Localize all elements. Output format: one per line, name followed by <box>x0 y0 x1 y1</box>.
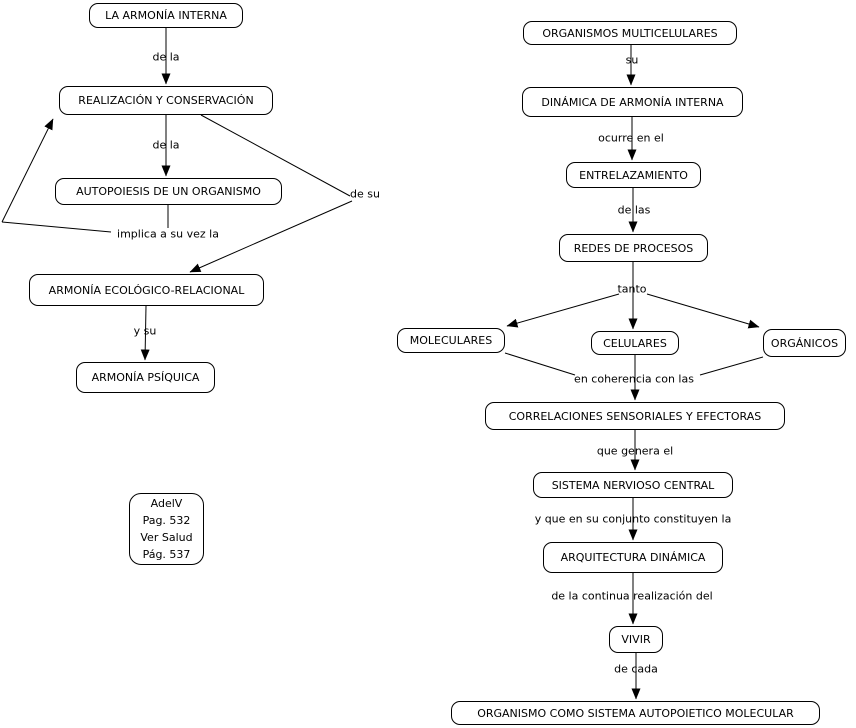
link-label-su[interactable]: su <box>625 53 639 67</box>
reference-note-box[interactable]: AdelV Pag. 532 Ver Salud Pág. 537 <box>129 493 204 565</box>
concept-celulares[interactable]: CELULARES <box>591 331 679 355</box>
link-label-en-coherencia[interactable]: en coherencia con las <box>574 372 694 386</box>
note-line-page-2: Pág. 537 <box>142 548 191 561</box>
connector-line <box>1 118 54 223</box>
concept-redes-de-procesos[interactable]: REDES DE PROCESOS <box>559 234 708 262</box>
concept-vivir[interactable]: VIVIR <box>609 626 663 653</box>
link-label-continua-realizacion[interactable]: de la continua realización del <box>551 589 713 603</box>
connector-line <box>1 221 112 233</box>
connector-line <box>699 356 764 376</box>
link-label-en-conjunto[interactable]: y que en su conjunto constituyen la <box>534 512 732 526</box>
concept-sistema-nervioso-central[interactable]: SISTEMA NERVIOSO CENTRAL <box>533 472 733 498</box>
concept-organicos[interactable]: ORGÁNICOS <box>763 329 846 357</box>
concept-correlaciones-sensoriales[interactable]: CORRELACIONES SENSORIALES Y EFECTORAS <box>485 402 785 430</box>
link-label-y-su[interactable]: y su <box>133 324 157 338</box>
concept-entrelazamiento[interactable]: ENTRELAZAMIENTO <box>566 162 701 188</box>
concept-moleculares[interactable]: MOLECULARES <box>397 328 505 353</box>
link-label-de-la-2[interactable]: de la <box>152 138 180 152</box>
link-label-que-genera-el[interactable]: que genera el <box>596 444 674 458</box>
link-label-de-las[interactable]: de las <box>617 203 651 217</box>
concept-arquitectura-dinamica[interactable]: ARQUITECTURA DINÁMICA <box>543 542 723 573</box>
connector-line <box>646 293 760 329</box>
link-label-ocurre-en-el[interactable]: ocurre en el <box>598 131 664 145</box>
link-label-implica[interactable]: implica a su vez la <box>117 227 219 241</box>
link-label-tanto[interactable]: tanto <box>617 282 647 296</box>
concept-realizacion-y-conservacion[interactable]: REALIZACIÓN Y CONSERVACIÓN <box>59 86 273 115</box>
concept-organismo-sistema-autopoietico[interactable]: ORGANISMO COMO SISTEMA AUTOPOIETICO MOLE… <box>451 701 820 725</box>
connector-line <box>504 352 576 376</box>
concept-dinamica-de-armonia-interna[interactable]: DINÁMICA DE ARMONÍA INTERNA <box>522 87 743 117</box>
concept-organismos-multicelulares[interactable]: ORGANISMOS MULTICELULARES <box>523 21 737 45</box>
connector-line <box>506 293 620 328</box>
note-line-source: AdelV <box>150 497 183 510</box>
note-line-page: Pag. 532 <box>142 514 191 527</box>
connector-line <box>189 200 353 273</box>
note-line-see-also: Ver Salud <box>140 531 193 544</box>
link-label-de-cada[interactable]: de cada <box>614 662 658 676</box>
link-label-de-su[interactable]: de su <box>350 187 380 201</box>
connector-line <box>140 305 150 361</box>
concept-armonia-psiquica[interactable]: ARMONÍA PSÍQUICA <box>76 362 215 393</box>
concept-la-armonia-interna[interactable]: LA ARMONÍA INTERNA <box>89 3 243 28</box>
concept-armonia-ecologico-relacional[interactable]: ARMONÍA ECOLÓGICO-RELACIONAL <box>29 274 264 306</box>
link-label-de-la-1[interactable]: de la <box>152 50 180 64</box>
concept-autopoiesis-de-un-organismo[interactable]: AUTOPOIESIS DE UN ORGANISMO <box>55 178 282 205</box>
connector-line <box>200 114 351 197</box>
